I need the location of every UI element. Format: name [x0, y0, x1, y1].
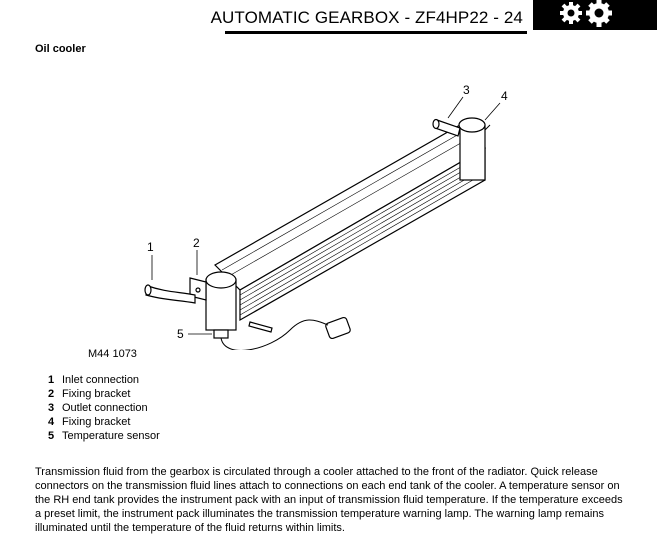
page-header-title: AUTOMATIC GEARBOX - ZF4HP22 - 24 [210, 8, 523, 27]
oil-cooler-diagram [144, 96, 501, 350]
legend-num: 3 [48, 402, 55, 414]
legend-item: 3 Outlet connection [48, 401, 160, 415]
callout-1: 1 [147, 240, 154, 254]
legend-item: 2 Fixing bracket [48, 387, 160, 401]
header-rule [225, 31, 527, 34]
legend-num: 1 [48, 374, 55, 386]
callout-5: 5 [177, 327, 184, 341]
legend-label: Fixing bracket [62, 388, 131, 400]
legend-num: 4 [48, 416, 55, 428]
callout-2: 2 [193, 236, 200, 250]
legend-item: 5 Temperature sensor [48, 429, 160, 443]
gears-icon [533, 0, 657, 30]
legend-num: 2 [48, 388, 55, 400]
section-title: Oil cooler [35, 43, 86, 55]
legend-label: Fixing bracket [62, 416, 131, 428]
callout-4: 4 [501, 89, 508, 103]
description-paragraph: Transmission fluid from the gearbox is c… [35, 466, 623, 534]
legend-label: Inlet connection [62, 374, 140, 386]
legend-item: 1 Inlet connection [48, 373, 160, 387]
legend-label: Outlet connection [62, 402, 148, 414]
callout-3: 3 [463, 83, 470, 97]
legend-label: Temperature sensor [62, 430, 160, 442]
legend-num: 5 [48, 430, 55, 442]
figure-reference: M44 1073 [88, 348, 137, 360]
legend-item: 4 Fixing bracket [48, 415, 160, 429]
